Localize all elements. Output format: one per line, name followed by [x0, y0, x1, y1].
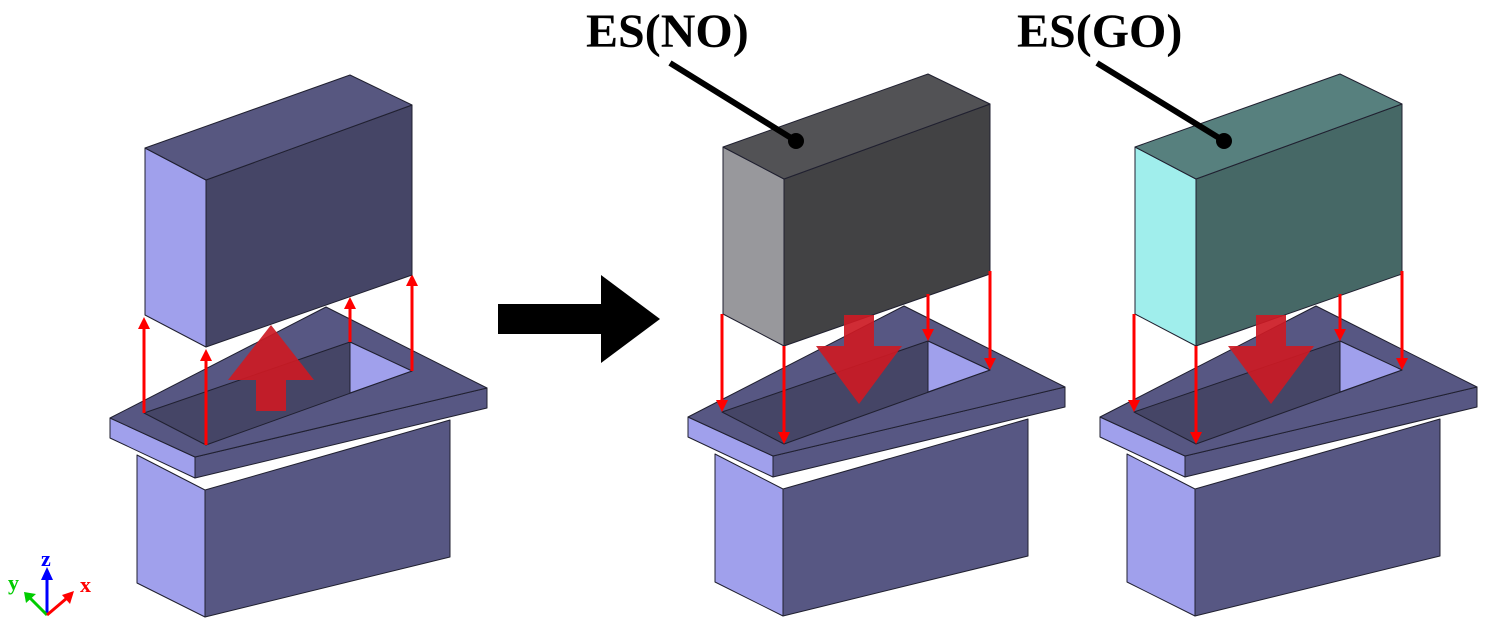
leader-es-go [1095, 60, 1232, 149]
hole-side-wall [1339, 340, 1403, 393]
motion-arrow-down-icon [1228, 315, 1314, 404]
block-top-face [722, 73, 991, 180]
motion-arrow-up-icon [228, 325, 314, 411]
es-no-assembly [687, 73, 1066, 617]
transition-arrow-icon [498, 275, 660, 363]
hole-side-wall [349, 341, 413, 394]
base-side-face [136, 454, 206, 618]
label-es-no: ES(NO) [586, 5, 749, 58]
base-side-face [714, 453, 784, 617]
base-front-face [204, 419, 451, 618]
base-front-face [1194, 418, 1441, 617]
block-side-face [144, 147, 207, 348]
axis-triad: z y x [8, 546, 91, 617]
base-front-face [782, 418, 1029, 617]
motion-arrow-down-icon [816, 315, 902, 404]
base-side-face [1126, 453, 1196, 617]
es-go-assembly [1099, 73, 1478, 617]
leader-es-no [668, 60, 804, 149]
block-top-face [1134, 73, 1403, 180]
block-side-face [1134, 146, 1197, 347]
block-top-face [144, 74, 413, 181]
label-es-go: ES(GO) [1017, 5, 1183, 58]
axis-y-label: y [8, 570, 19, 595]
axis-z-label: z [41, 546, 51, 571]
axis-x-label: x [80, 572, 91, 597]
initial-assembly [109, 74, 488, 618]
hole-side-wall [927, 340, 991, 393]
block-side-face [722, 146, 785, 347]
